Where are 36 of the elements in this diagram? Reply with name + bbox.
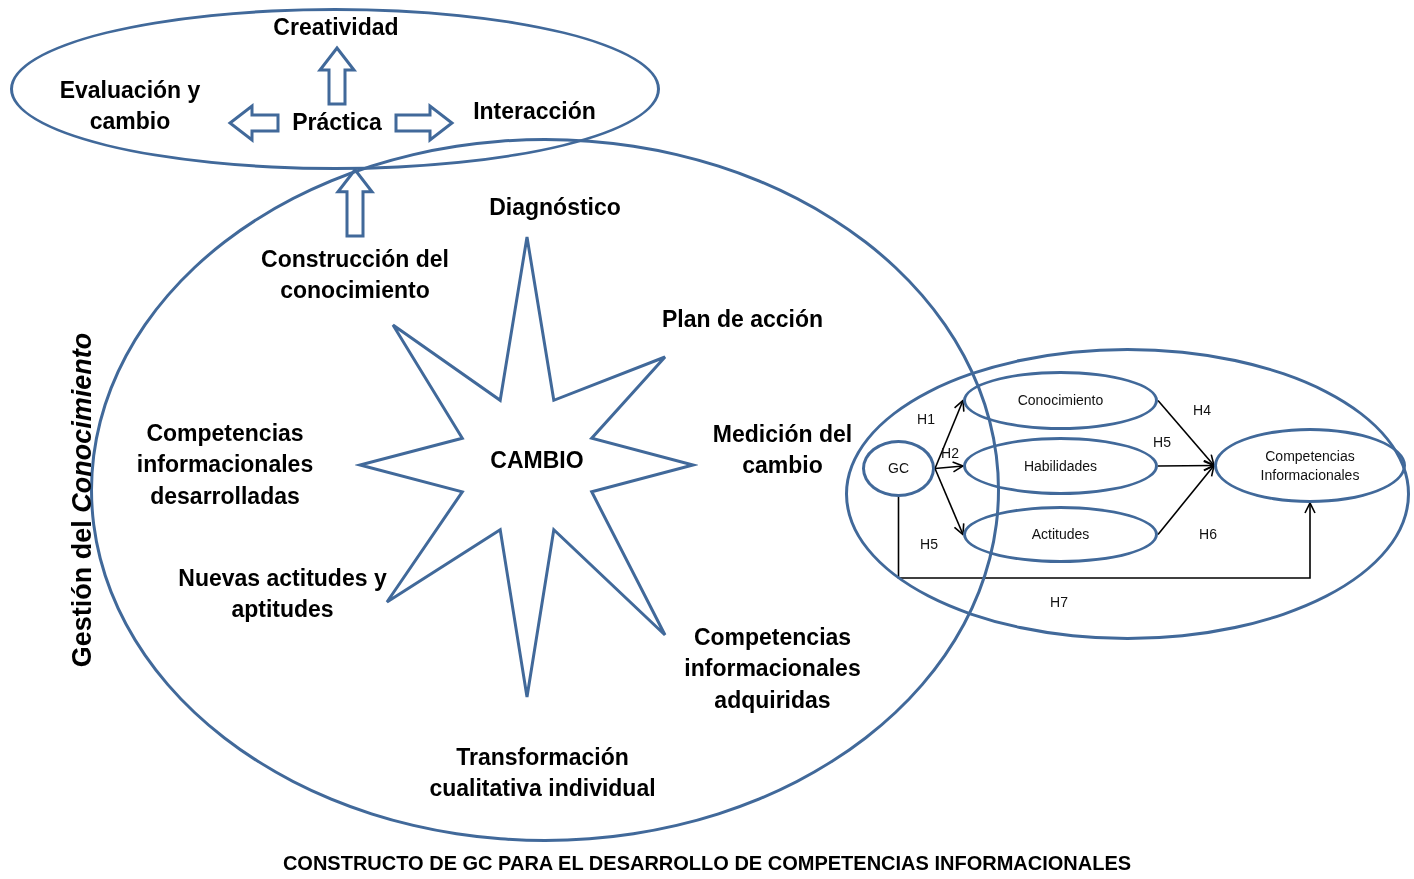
text-label: Transformación cualitativa individual — [428, 742, 657, 803]
text-label: Medición del cambio — [711, 419, 854, 480]
text-label: Competencias informacionales adquiridas — [683, 623, 862, 715]
arrow — [1157, 459, 1215, 472]
arrow — [1157, 399, 1215, 467]
ellipse-node: Competencias Informacionales — [1214, 428, 1406, 503]
text-label: Práctica — [278, 104, 396, 142]
text-label: Construcción del conocimiento — [225, 236, 485, 314]
text-label: Nuevas actitudes y aptitudes — [177, 563, 388, 624]
text-label: Diagnóstico — [488, 193, 622, 223]
text-label: Evaluación y cambio — [30, 68, 230, 144]
ellipse-node: GC — [862, 440, 935, 497]
ellipse-outline — [10, 8, 660, 170]
edge-label: H7 — [1050, 594, 1068, 610]
arrow — [934, 467, 965, 536]
edge-label: H6 — [1199, 526, 1217, 542]
elbow-arrow — [897, 496, 1316, 579]
rotated-title: Gestión del Conocimiento — [65, 332, 98, 668]
text-label: Plan de acción — [660, 305, 825, 335]
arrow — [1157, 464, 1215, 536]
arrow — [934, 399, 965, 470]
text-label: Competencias informacionales desarrolladas — [135, 419, 315, 511]
caption: CONSTRUCTO DE GC PARA EL DESARROLLO DE COMPETENCIAS INFORMACIONALES — [282, 852, 1132, 875]
block-arrow — [227, 102, 280, 144]
ellipse-node: Actitudes — [963, 506, 1158, 563]
edge-label: H5 — [920, 536, 938, 552]
text-label: Interacción — [452, 93, 617, 131]
ellipse-node: Conocimiento — [963, 371, 1158, 430]
text-label: Creatividad — [236, 8, 436, 48]
edge-label: H2 — [941, 445, 959, 461]
star-label: CAMBIO — [490, 446, 584, 476]
block-arrow — [316, 45, 358, 106]
block-arrow — [394, 102, 455, 144]
edge-label: H1 — [917, 411, 935, 427]
arrow — [934, 461, 964, 473]
edge-label: H4 — [1193, 402, 1211, 418]
